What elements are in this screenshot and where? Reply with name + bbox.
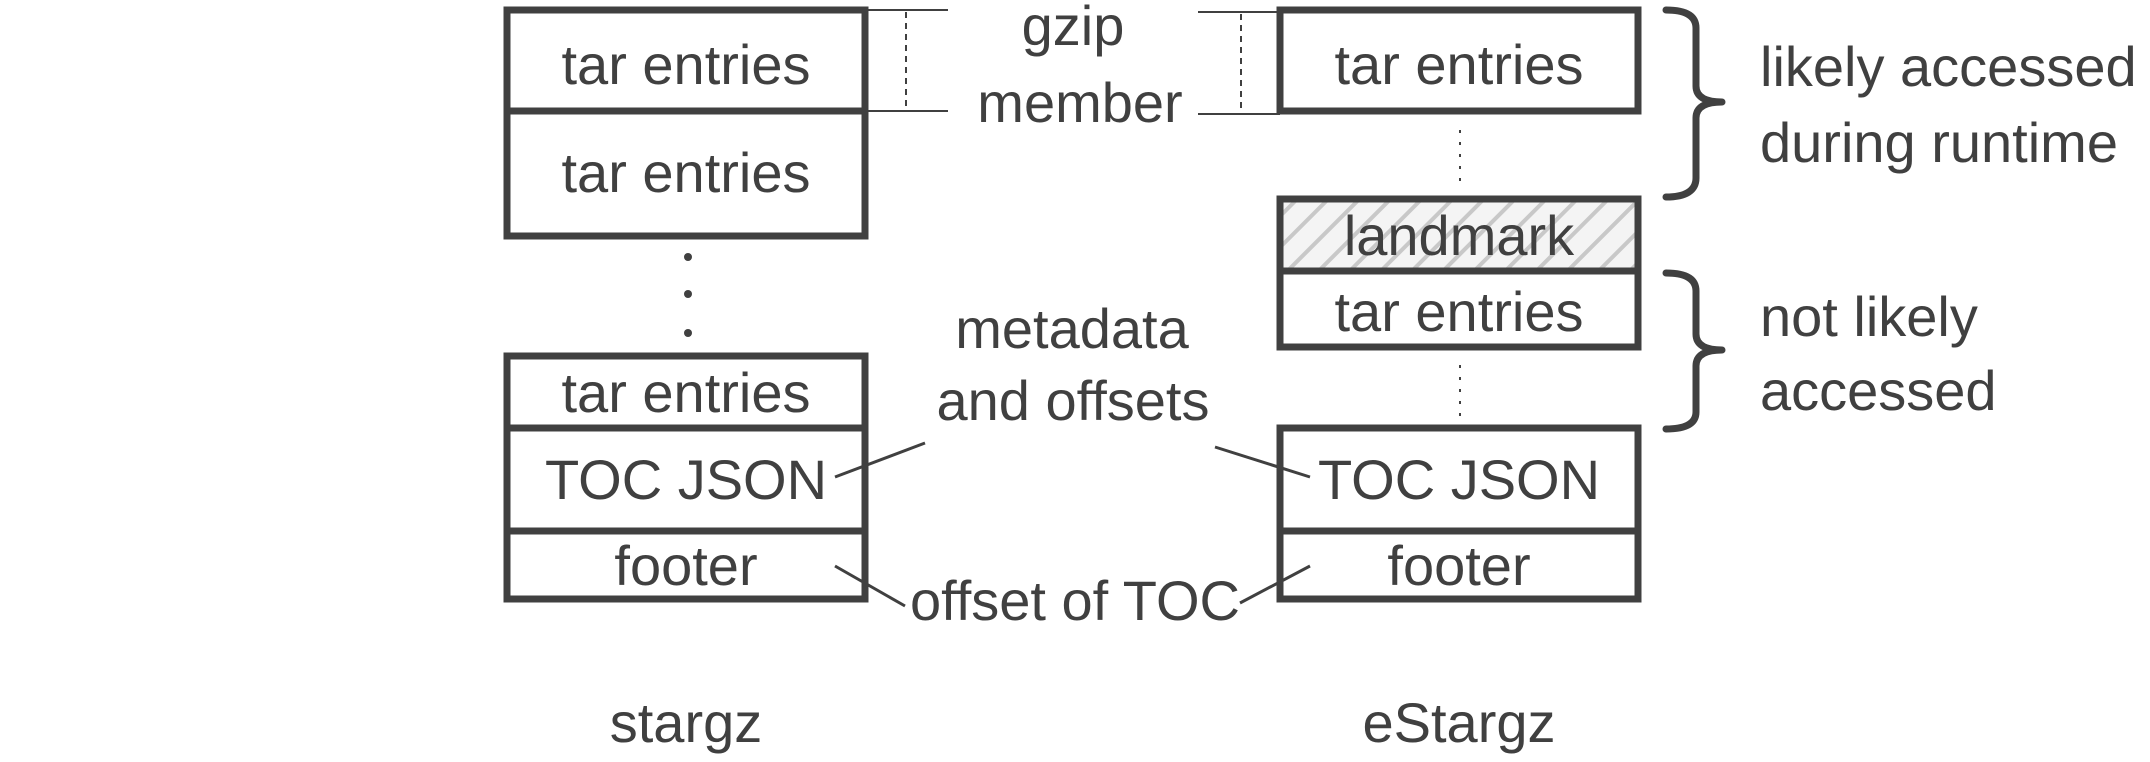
stargz-tar-entries-3-label: tar entries (562, 361, 811, 424)
metadata-offsets-annotation: metadata and offsets (834, 297, 1311, 479)
estargz-tar-entries-1-box (1276, 6, 1642, 115)
likely-accessed-group: likely accessed during runtime (1662, 6, 2137, 201)
offset-of-toc-annotation: offset of TOC (834, 564, 1311, 632)
likely-label-line2: during runtime (1760, 111, 2118, 174)
gzip-label-line2: member (977, 71, 1182, 134)
not-likely-label-line1: not likely (1760, 285, 1978, 348)
likely-label-line1: likely accessed (1760, 35, 2137, 98)
not-likely-label-line2: accessed (1760, 359, 1997, 422)
not-likely-accessed-group: not likely accessed (1662, 269, 1997, 433)
estargz-landmark-fill (1280, 199, 1638, 271)
stargz-tar-entries-2-label: tar entries (562, 141, 811, 204)
stargz-ellipsis-dot (684, 329, 692, 337)
stargz-toc-json-label: TOC JSON (545, 448, 827, 511)
stargz-footer-label: footer (614, 534, 757, 597)
gzip-member-annotation: gzip member (865, 0, 1280, 134)
metadata-connector-stargz (834, 441, 926, 479)
estargz-footer-label: footer (1387, 534, 1530, 597)
metadata-label-line1: metadata (955, 297, 1189, 360)
offset-of-toc-label: offset of TOC (910, 569, 1240, 632)
estargz-landmark-label: landmark (1344, 204, 1575, 267)
metadata-connector-estargz (1214, 445, 1311, 479)
offset-connector-stargz (834, 564, 906, 608)
stargz-caption: stargz (610, 691, 763, 754)
stargz-footer-box (503, 527, 869, 603)
stargz-tar-entries-1-label: tar entries (562, 33, 811, 96)
not-likely-accessed-brace (1662, 269, 1726, 433)
stargz-ellipsis-dot (684, 253, 692, 261)
estargz-toc-json-label: TOC JSON (1318, 448, 1600, 511)
gzip-label-line1: gzip (1022, 0, 1125, 57)
offset-connector-estargz (1239, 564, 1311, 605)
estargz-column: tar entries landmark tar entries TOC JSO… (1276, 6, 1642, 754)
stargz-tar-entries-2-box (503, 107, 869, 240)
likely-accessed-brace (1662, 6, 1726, 201)
estargz-footer-box (1276, 527, 1642, 603)
metadata-label-line2: and offsets (937, 369, 1210, 432)
estargz-tar-entries-1-label: tar entries (1335, 33, 1584, 96)
estargz-tar-entries-2-label: tar entries (1335, 280, 1584, 343)
stargz-ellipsis-dot (684, 290, 692, 298)
estargz-caption: eStargz (1363, 691, 1556, 754)
estargz-tar-entries-2-box (1276, 267, 1642, 351)
stargz-column: tar entries tar entries tar entries TOC … (503, 6, 869, 754)
